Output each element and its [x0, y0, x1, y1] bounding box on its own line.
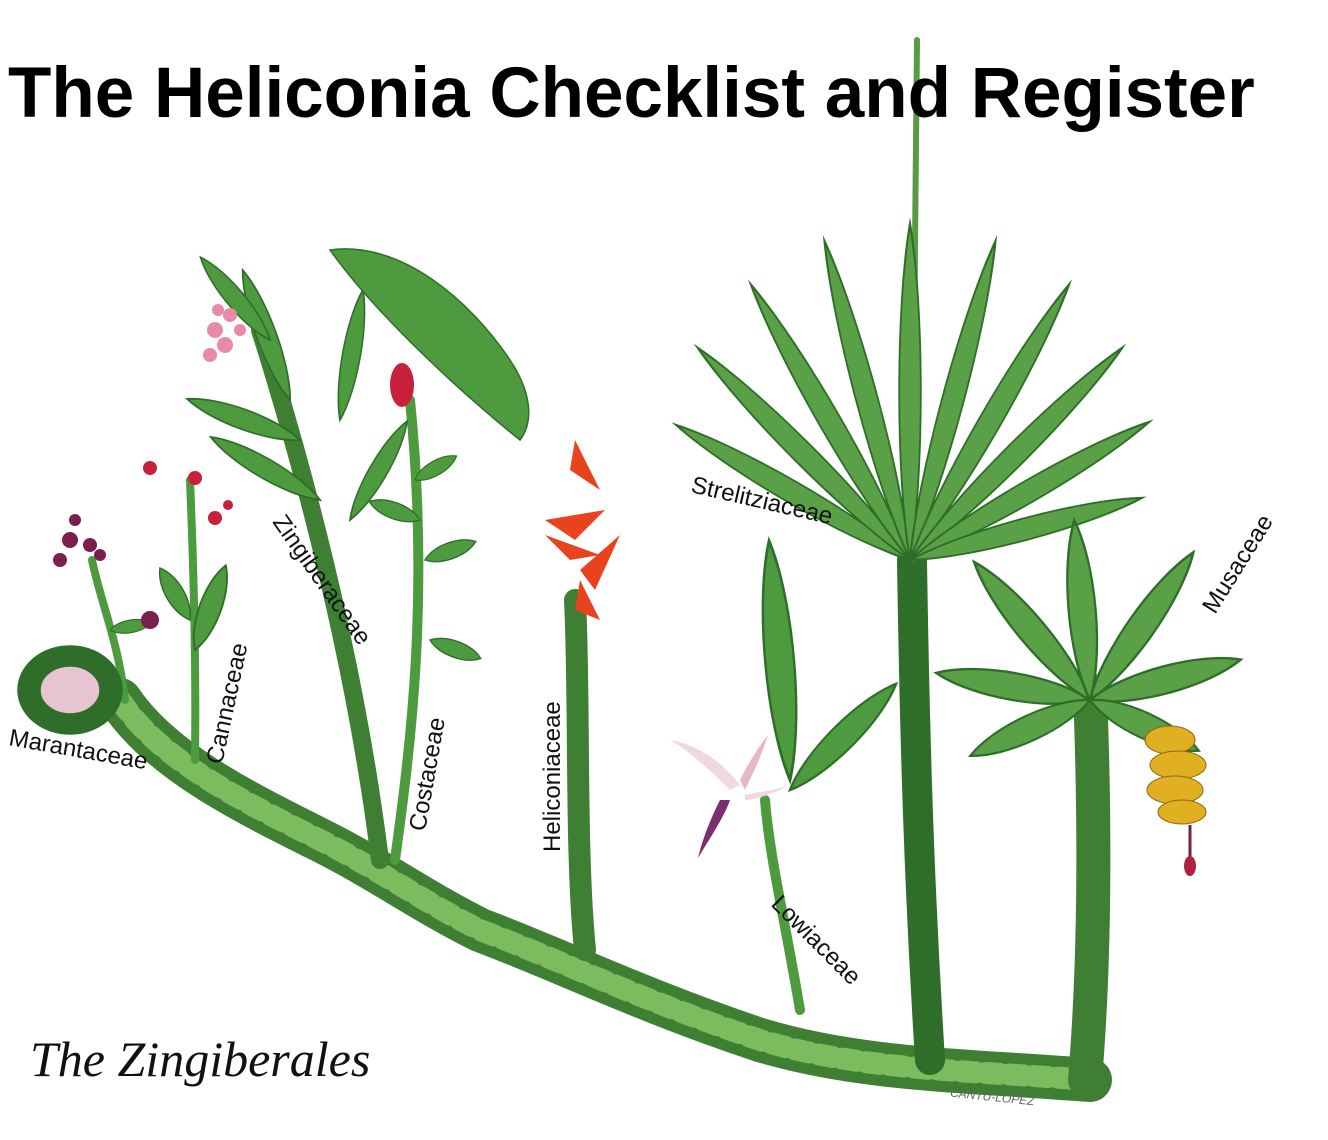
rhizome — [120, 700, 1090, 1080]
label-heliconiaceae: Heliconiaceae — [539, 701, 566, 852]
label-lowiaceae: Lowiaceae — [766, 890, 866, 990]
stem-musaceae — [1085, 690, 1093, 1080]
label-cannaceae: Cannaceae — [201, 641, 253, 767]
label-musaceae: Musaceae — [1197, 510, 1279, 618]
illustration-caption: The Zingiberales — [30, 1030, 370, 1088]
heliconia-bracts — [545, 440, 620, 620]
stem-heliconiaceae — [575, 600, 585, 950]
leaves — [18, 224, 1244, 799]
stem-cannaceae — [190, 480, 195, 760]
costus-flower — [390, 363, 414, 407]
stem-strelitziaceae — [912, 560, 930, 1060]
page-title: The Heliconia Checklist and Register — [8, 58, 1328, 129]
